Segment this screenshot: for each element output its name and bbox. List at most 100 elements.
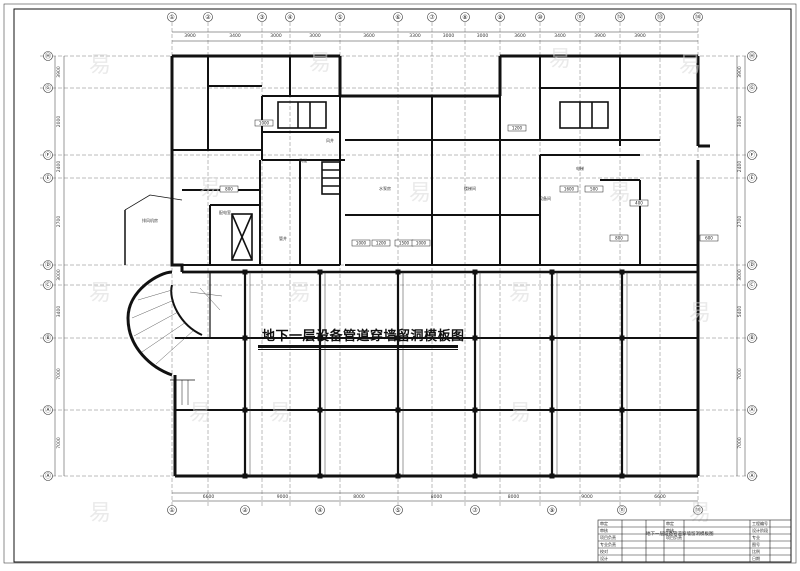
svg-text:Ⓒ: Ⓒ [749, 281, 755, 289]
left-dimension-text: 2400 [56, 161, 62, 173]
column [549, 335, 555, 341]
watermark-layer: 易易易易易易易易易易易易易易易易 [89, 47, 711, 526]
top-dimension-text: 3600 [363, 33, 375, 39]
title-block-label: 设计 [600, 556, 608, 561]
left-dimension-text: 3000 [56, 269, 62, 281]
watermark: 易 [509, 401, 531, 426]
axis-label-top: ⑧ [460, 12, 470, 22]
top-dimension-text: 3000 [477, 33, 489, 39]
watermark: 易 [189, 401, 211, 426]
svg-text:⑭: ⑭ [695, 13, 701, 21]
watermark: 易 [509, 281, 531, 306]
axis-label-top: ⑭ [693, 12, 703, 22]
opening-mark: 800 [219, 185, 239, 193]
left-dimension-text: 2700 [56, 216, 62, 228]
axis-label-left: Ⓓ [43, 260, 53, 270]
watermark: 易 [89, 501, 111, 526]
axis-labels: ①②③④⑤⑥⑦⑧⑨⑩⑪⑫⑬⑭①②④⑤⑦⑨⑪⑫⑭ⒽⒼⒻⒺⒹⒸⒷⒶⒶⒽⒼⒻⒺⒹⒸⒷⒶ… [43, 12, 757, 515]
room-label: 风道 [299, 157, 307, 163]
axis-label-right: Ⓐ [747, 405, 757, 415]
sheet-inner-border [13, 8, 792, 563]
opening-mark: 500 [584, 185, 604, 193]
bottom-dimension-text: 8000 [353, 494, 365, 500]
column [549, 269, 555, 275]
right-dimension-text: 7000 [737, 368, 743, 380]
top-dimension-lines [172, 31, 698, 42]
watermark: 易 [689, 501, 711, 526]
right-dimension-text: 7000 [737, 437, 743, 449]
opening-mark: 1600 [559, 185, 579, 193]
title-block-label: 专业负责 [600, 542, 616, 547]
axis-label-top: ⑫ [615, 12, 625, 22]
top-dimension-text: 3300 [409, 33, 421, 39]
drawing-title: 地下一层设备管道穿墙留洞模板图 [262, 329, 465, 344]
room-label: 设备间 [539, 195, 551, 201]
opening-mark: 1000 [411, 239, 431, 247]
axis-label-top: ⑩ [535, 12, 545, 22]
axis-label-right: Ⓔ [747, 173, 757, 183]
svg-text:1000: 1000 [416, 241, 427, 246]
parking-structural-grid [175, 269, 698, 479]
column [317, 473, 323, 479]
axis-label-left: Ⓖ [43, 83, 53, 93]
axis-label-left: Ⓕ [43, 150, 53, 160]
column [395, 269, 401, 275]
svg-text:⑭: ⑭ [695, 506, 701, 514]
column [317, 335, 323, 341]
axis-label-right: Ⓖ [747, 83, 757, 93]
axis-label-bottom: ⑭ [693, 505, 703, 515]
title-underline-thin [258, 349, 458, 350]
column [549, 473, 555, 479]
side-dimension-lines [54, 56, 746, 476]
svg-text:④: ④ [317, 507, 322, 514]
svg-text:800: 800 [615, 236, 623, 241]
svg-text:Ⓔ: Ⓔ [749, 174, 755, 182]
axis-label-top: ② [203, 12, 213, 22]
bottom-dimension-text: 9000 [277, 494, 289, 500]
column [395, 335, 401, 341]
axis-label-left: Ⓐ [43, 405, 53, 415]
svg-text:Ⓕ: Ⓕ [45, 151, 51, 159]
title-block-label: 审核 [600, 528, 608, 533]
curved-ramp [126, 270, 245, 470]
axis-label-right: Ⓒ [747, 280, 757, 290]
right-dimension-text: 3000 [737, 269, 743, 281]
column [317, 407, 323, 413]
svg-text:⑤: ⑤ [337, 14, 342, 21]
column [549, 407, 555, 413]
top-dimension-text: 3900 [634, 33, 646, 39]
column [619, 407, 625, 413]
column [472, 335, 478, 341]
axis-label-top: ⑤ [335, 12, 345, 22]
svg-text:⑪: ⑪ [619, 506, 625, 514]
left-dimension-text: 7000 [56, 437, 62, 449]
title-block-label: 项目负责 [600, 535, 616, 540]
bottom-dimension-text: 8000 [431, 494, 443, 500]
svg-text:500: 500 [590, 187, 598, 192]
svg-text:Ⓒ: Ⓒ [45, 281, 51, 289]
bottom-dimension-text: 6600 [654, 494, 666, 500]
watermark: 易 [309, 51, 331, 76]
svg-text:Ⓑ: Ⓑ [45, 334, 51, 342]
column [317, 269, 323, 275]
column [395, 473, 401, 479]
top-dimension-text: 3000 [270, 33, 282, 39]
watermark: 易 [549, 47, 571, 72]
room-label: 管井 [279, 235, 287, 241]
watermark: 易 [679, 53, 701, 78]
svg-text:1500: 1500 [399, 241, 410, 246]
right-dimension-text: 2400 [737, 161, 743, 173]
title-block-label: 图号 [752, 542, 760, 547]
svg-text:Ⓖ: Ⓖ [749, 84, 755, 92]
left-dimension-text: 7000 [56, 368, 62, 380]
title-block-label: 比例 [752, 549, 760, 554]
svg-text:Ⓖ: Ⓖ [45, 84, 51, 92]
axis-label-left: Ⓔ [43, 173, 53, 183]
title-block-label: 工程编号 [752, 521, 768, 526]
axis-label-right: Ⓐ [747, 471, 757, 481]
title-block-label: 审核 [666, 528, 674, 533]
svg-text:⑥: ⑥ [395, 14, 400, 21]
watermark: 易 [89, 281, 111, 306]
top-dimension-text: 3000 [443, 33, 455, 39]
